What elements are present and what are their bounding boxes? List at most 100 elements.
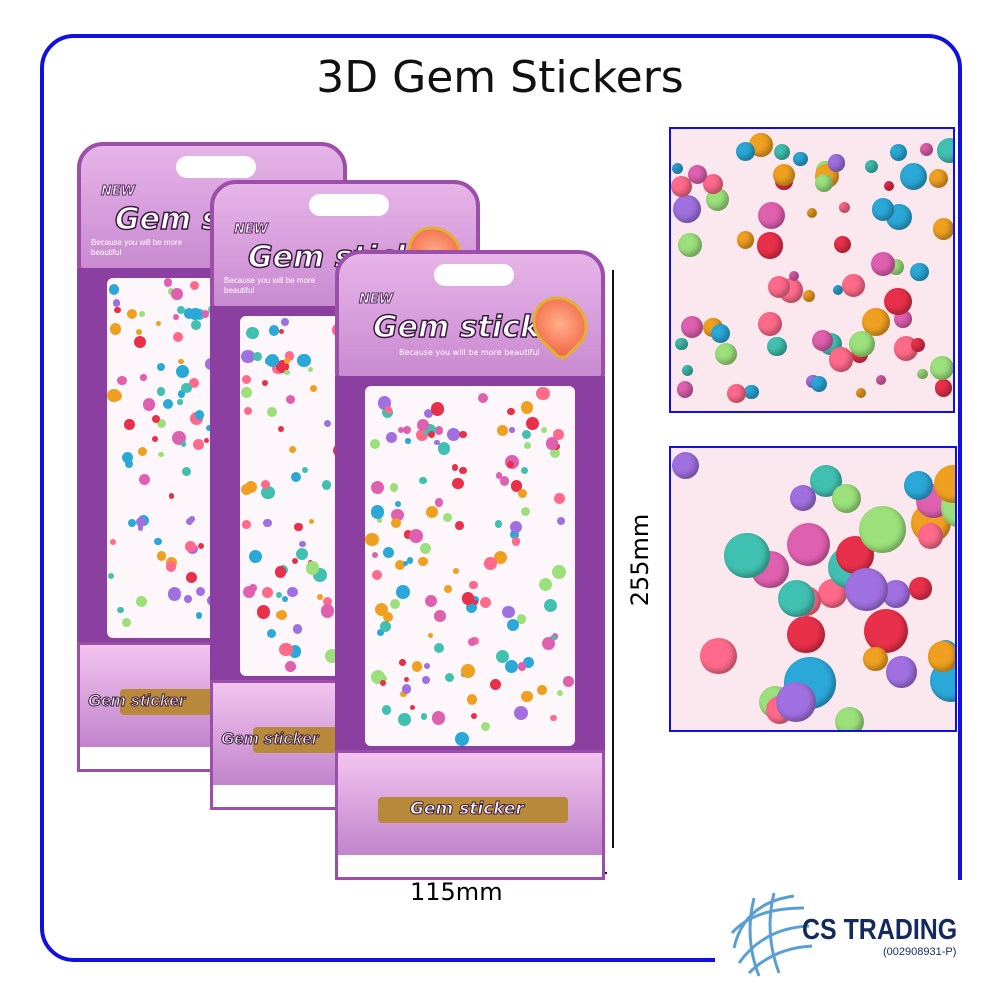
gem — [471, 595, 480, 605]
gem — [917, 368, 928, 380]
gem — [700, 637, 737, 675]
height-dimension-label: 255mm — [626, 513, 654, 607]
gem — [249, 549, 263, 563]
gem — [261, 586, 274, 599]
gem — [394, 500, 402, 508]
gem — [178, 358, 184, 365]
gem — [545, 437, 558, 450]
gem — [241, 349, 255, 364]
gem — [266, 406, 278, 418]
gem — [135, 329, 142, 336]
gem — [495, 472, 503, 479]
gem — [138, 474, 150, 486]
frame-gap — [715, 880, 975, 1000]
gem — [376, 516, 383, 523]
gem — [554, 492, 566, 504]
gem — [828, 347, 854, 372]
gem — [276, 611, 284, 619]
gem — [382, 611, 393, 622]
gem — [671, 451, 700, 479]
page-title: 3D Gem Stickers — [316, 52, 684, 103]
gem — [461, 591, 475, 605]
gem — [497, 425, 508, 436]
gem — [138, 447, 148, 457]
gem — [261, 379, 268, 386]
gem — [541, 636, 555, 650]
gem — [117, 375, 127, 386]
gem — [405, 438, 411, 444]
gem — [453, 568, 460, 575]
logo-name: CS TRADING — [802, 914, 958, 946]
gem — [875, 374, 886, 385]
gem — [827, 154, 846, 173]
gem — [369, 438, 380, 449]
gem — [537, 685, 547, 695]
gem — [284, 660, 296, 672]
gem — [495, 650, 510, 664]
gem — [523, 657, 535, 669]
gem — [871, 197, 895, 221]
gem — [520, 401, 533, 414]
gem — [858, 505, 907, 554]
gem — [909, 262, 929, 282]
gem — [682, 365, 694, 377]
gem — [420, 543, 431, 554]
gem — [673, 195, 702, 224]
gem — [157, 418, 167, 429]
gem — [776, 682, 816, 723]
gem — [139, 311, 145, 317]
gem — [163, 278, 173, 287]
gem — [671, 162, 683, 174]
gem — [316, 593, 323, 601]
gem — [305, 561, 320, 575]
gem — [177, 399, 183, 405]
hang-hole — [176, 156, 256, 178]
gem — [295, 548, 308, 561]
gem — [197, 542, 204, 549]
gem — [173, 331, 183, 342]
gem — [434, 425, 444, 435]
gem — [811, 375, 828, 392]
gem — [180, 441, 187, 447]
gem — [167, 587, 182, 601]
gem — [455, 521, 464, 531]
gem — [189, 280, 200, 291]
gem — [499, 476, 509, 486]
gem — [681, 316, 704, 339]
gem — [399, 658, 406, 666]
package-footer: Gem sticker — [335, 750, 605, 880]
gem — [469, 580, 478, 589]
gem — [726, 384, 747, 404]
gem — [157, 362, 166, 372]
gem — [241, 375, 252, 385]
gem — [380, 620, 392, 632]
gem — [372, 570, 383, 581]
gem — [883, 180, 895, 191]
gem — [484, 557, 497, 570]
gem — [538, 578, 553, 592]
gem — [281, 318, 289, 327]
gem — [158, 451, 164, 458]
gem — [189, 377, 200, 388]
gem — [521, 690, 533, 703]
gem — [736, 231, 755, 249]
gem — [910, 337, 926, 353]
gem — [461, 664, 475, 678]
gem — [523, 441, 531, 449]
gem — [493, 550, 508, 565]
gem — [839, 202, 851, 214]
globe-icon — [730, 892, 813, 977]
gem — [184, 595, 192, 603]
gem — [459, 466, 468, 475]
gem — [321, 480, 332, 490]
gem — [403, 676, 409, 683]
gem — [550, 714, 557, 722]
gem — [899, 163, 927, 191]
gem — [425, 595, 438, 608]
gem — [744, 384, 759, 400]
gem — [842, 273, 866, 297]
gem — [243, 406, 252, 415]
gem — [265, 354, 279, 367]
gem — [788, 271, 799, 282]
gem — [282, 595, 289, 602]
